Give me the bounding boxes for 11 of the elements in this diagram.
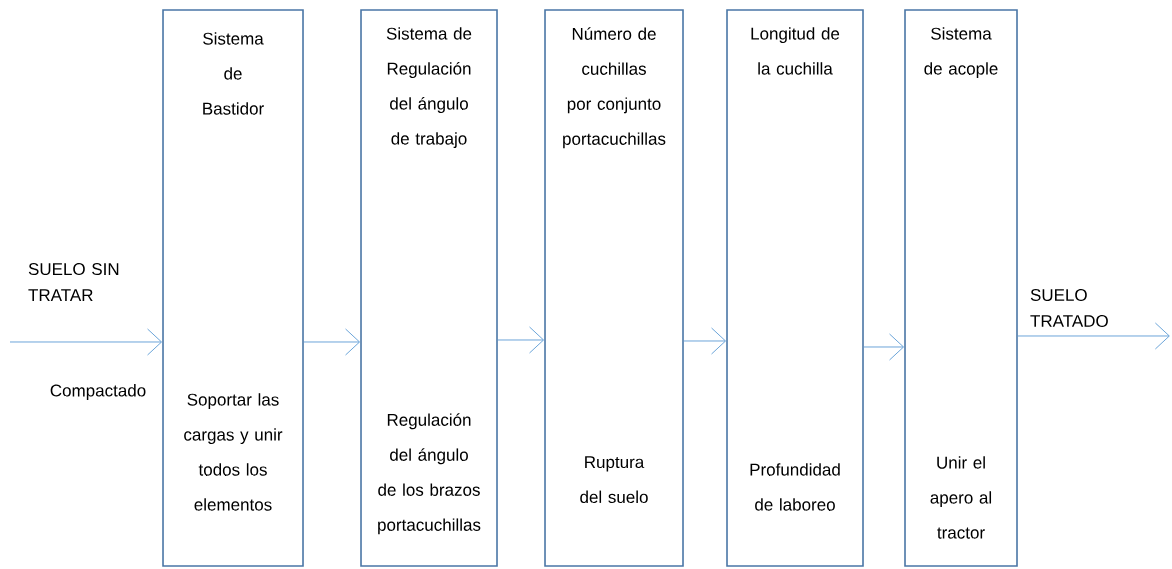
process-box: Número de cuchillas por conjunto portacuchillas Ruptura del suelo (544, 9, 684, 567)
edge-label: SUELO TRATADO (1030, 288, 1108, 327)
process-box: Longitud de la cuchilla Profundidad de laboreo (726, 9, 864, 567)
process-box: Sistema de Bastidor Soportar las cargas y unir todos los elementos (162, 9, 304, 567)
process-box: Sistema de acople Unir el apero al tractor (904, 9, 1018, 567)
arrow (9, 328, 162, 356)
arrow (303, 328, 360, 356)
label: Compactado (50, 384, 146, 400)
edge-label: SUELO SIN TRATAR (28, 263, 119, 301)
process-box: Sistema de Regulación del ángulo de trabajo Regulación del ángulo de los brazos portacuchillas (360, 9, 498, 567)
arrow (1017, 322, 1170, 350)
